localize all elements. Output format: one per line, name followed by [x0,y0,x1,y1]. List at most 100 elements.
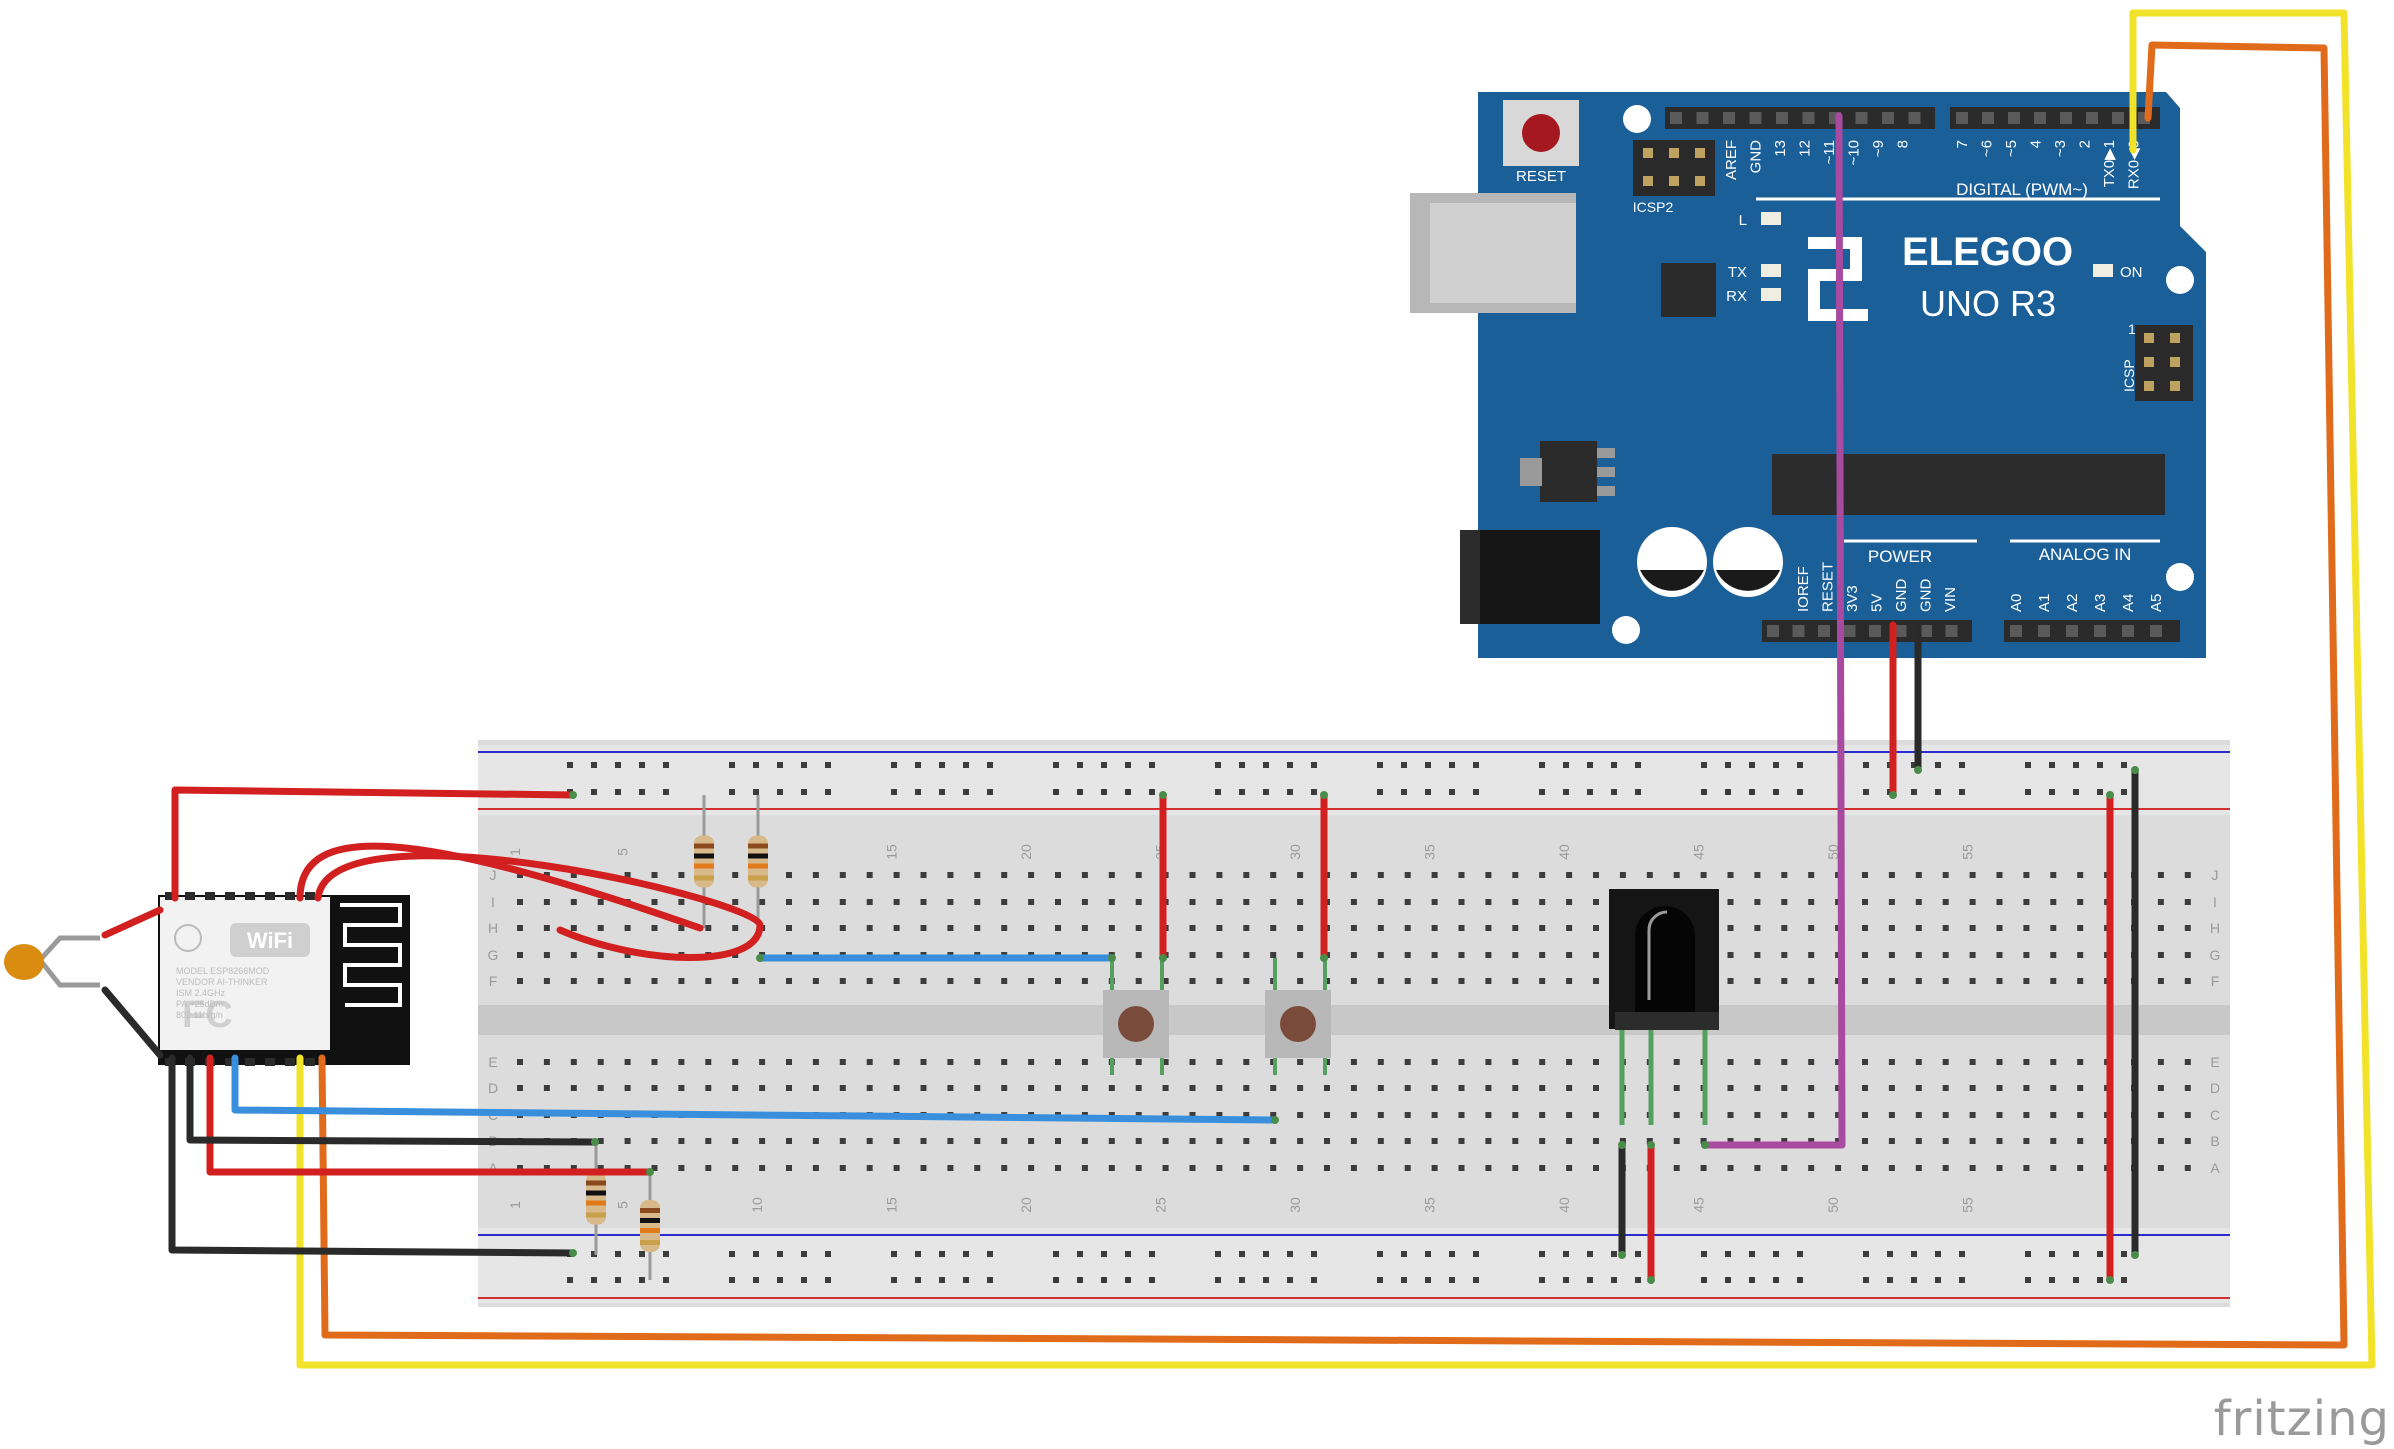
blue-wire [231,1054,1279,1124]
column-number: 1 [507,848,523,856]
dc-jack [1460,530,1600,624]
pin-label: A0 [2008,594,2025,612]
esp-spec-line: VENDOR AI-THINKER [176,977,268,987]
pin-label: ~10 [1846,140,1863,165]
column-number: 20 [1018,844,1034,860]
column-number: 15 [884,1197,900,1213]
icsp-label: ICSP [2121,359,2137,392]
pin-label: A4 [2120,594,2137,612]
microcontroller-chip [1772,454,2165,515]
pin-label: 4 [2028,140,2045,148]
row-letter: H [2210,920,2220,936]
model-label: UNO R3 [1920,283,2056,324]
pin-label: ~5 [2003,140,2020,157]
row-letter: E [2210,1054,2219,1070]
orange-wire [318,41,2348,1349]
purple-wire [1701,112,1846,1149]
column-number: 45 [1691,1197,1707,1213]
pin-label: RESET [1820,562,1837,612]
column-number: 35 [1422,844,1438,860]
esp-spec-line: MODEL ESP8266MOD [176,966,270,976]
red-wire [171,786,577,902]
column-number: 30 [1287,844,1303,860]
pin-label: 5V [1869,594,1886,612]
breadboard: 1155101015152020252530303535404045455050… [478,740,2230,1307]
push-button-1[interactable] [1103,958,1169,1075]
pin-label: 8 [1895,140,1912,148]
column-number: 20 [1018,1197,1034,1213]
resistors [586,795,768,1280]
brand-label: ELEGOO [1902,230,2073,274]
pin-label: ~6 [1979,140,1996,157]
column-number: 5 [615,848,631,856]
row-letter: A [2210,1160,2220,1176]
led-rx-label: RX [1726,288,1747,305]
capacitor-icon [1637,527,1783,597]
icsp-pin-one: 1 [2128,321,2136,337]
icsp2-label: ICSP2 [1633,199,1674,215]
red-wire [314,852,764,961]
row-letter: D [2210,1080,2220,1096]
black-wire [101,986,164,1059]
row-letter: D [488,1080,498,1096]
pin-label: GND [1893,579,1910,613]
pin-label: A5 [2148,594,2165,612]
column-number: 55 [1960,844,1976,860]
led-l-label: L [1739,212,1747,229]
pin-label: 3V3 [1844,585,1861,612]
pin-label: 13 [1772,140,1789,157]
row-letter: J [490,867,497,883]
red-wire [296,842,704,932]
yellow-wire [296,9,2376,1369]
pin-label: VIN [1942,587,1959,612]
row-letter: G [2210,947,2221,963]
row-letter: J [2212,867,2219,883]
watermark: fritzing [2213,1391,2390,1447]
esp-spec-line: PA +25dBm [176,999,223,1009]
pin-label: A1 [2036,594,2053,612]
column-number: 30 [1287,1197,1303,1213]
pin-label: 2 [2077,140,2094,148]
row-letter: H [488,920,498,936]
ceramic-capacitor-icon [4,935,100,988]
column-number: 45 [1691,844,1707,860]
column-number: 35 [1422,1197,1438,1213]
row-letter: G [488,947,499,963]
red-wire [206,1054,654,1176]
column-number: 40 [1556,1197,1572,1213]
black-wire [168,1054,577,1257]
column-number: 25 [1153,1197,1169,1213]
column-number: 1 [507,1201,523,1209]
column-number: 50 [1825,844,1841,860]
pin-label: A3 [2092,594,2109,612]
column-number: 55 [1960,1197,1976,1213]
elegoo-logo-icon [1808,237,1868,321]
digital-label: DIGITAL (PWM~) [1956,180,2088,199]
row-letter: E [488,1054,497,1070]
column-number: 40 [1556,844,1572,860]
pin-label: TX0▶1 [2101,140,2118,187]
pin-label: 7 [1954,140,1971,148]
wires [101,9,2376,1369]
red-wire [101,906,164,939]
led-on-label: ON [2120,264,2143,281]
digital-header-b [1950,107,2160,129]
push-button-2[interactable] [1265,958,1331,1075]
pin-label: ~9 [1870,140,1887,157]
row-letter: A [488,1160,498,1176]
led-tx-label: TX [1728,264,1747,281]
pin-label: RX0◀0 [2126,140,2143,189]
esp-spec-line: 802.11b/g/n [176,1010,223,1020]
ir-receiver [1609,889,1719,1125]
row-letter: C [2210,1107,2220,1123]
pin-label: A2 [2064,594,2081,612]
column-number: 15 [884,844,900,860]
pin-label: IOREF [1795,566,1812,612]
pin-label: ~11 [1821,140,1838,164]
column-number: 50 [1825,1197,1841,1213]
row-letter: I [2213,894,2217,910]
column-number: 5 [615,1201,631,1209]
